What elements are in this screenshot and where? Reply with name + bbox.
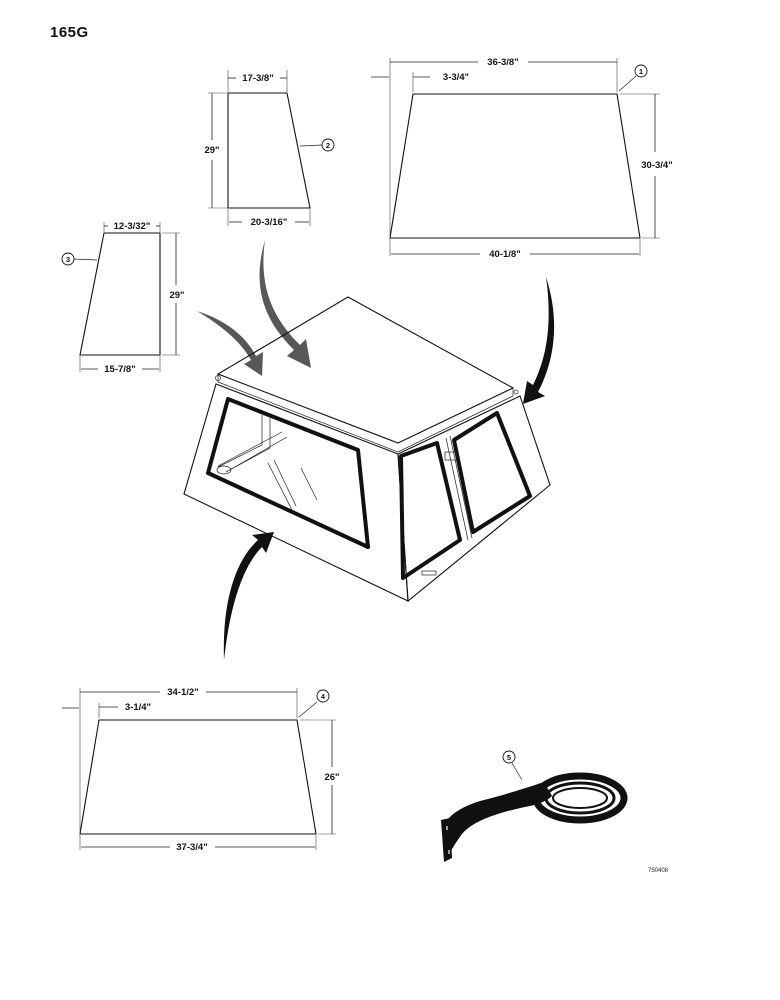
part-3-bottom-width: 15-7/8" [104, 364, 135, 375]
arrow-part-1 [523, 277, 555, 404]
part-1-top-width: 36-3/8" [487, 57, 518, 68]
callout-5: 5 [507, 753, 511, 762]
page-model-label: 165G [50, 24, 89, 41]
part-4-bottom-width: 37-3/4" [176, 842, 207, 853]
part-2-height: 29" [204, 145, 219, 156]
part-4-glass-panel: 34-1/2" 3-1/4" 26" 37-3/4" 4 [62, 687, 340, 853]
part-5-weatherstrip: 5 [441, 750, 628, 862]
callout-4: 4 [321, 692, 326, 701]
callout-circle-2 [321, 138, 335, 152]
callout-2: 2 [326, 141, 330, 150]
part-4-height: 26" [324, 772, 339, 783]
callout-circle-1 [634, 64, 648, 78]
arrow-part-3 [197, 311, 263, 376]
callout-circle-5 [502, 750, 516, 764]
part-2-bottom-width: 20-3/16" [251, 217, 288, 228]
arrow-part-4 [223, 532, 274, 660]
part-3-top-width: 12-3/32" [114, 221, 151, 232]
part-3-glass-panel: 12-3/32" 29" 15-7/8" 3 [61, 221, 185, 375]
callout-circle-3 [61, 252, 75, 266]
arrow-part-2 [259, 240, 311, 368]
part-3-height: 29" [169, 290, 184, 301]
callout-1: 1 [639, 67, 643, 76]
part-1-offset: 3-3/4" [443, 72, 469, 83]
part-1-height: 30-3/4" [641, 160, 672, 171]
assembly-arrows [197, 240, 555, 660]
part-2-glass-panel: 17-3/8" 29" 20-3/16" 2 [204, 70, 335, 228]
part-2-top-width: 17-3/8" [242, 73, 273, 84]
callout-3: 3 [66, 255, 70, 264]
part-4-offset: 3-1/4" [125, 702, 151, 713]
part-1-bottom-width: 40-1/8" [489, 249, 520, 260]
part-4-top-width: 34-1/2" [167, 687, 198, 698]
callout-circle-4 [316, 689, 330, 703]
drawing-reference-code: 750408 [648, 868, 669, 874]
cab-assembly [183, 296, 551, 603]
part-1-glass-panel: 36-3/8" 3-3/4" 30-3/4" 40-1/8" 1 [371, 57, 673, 260]
